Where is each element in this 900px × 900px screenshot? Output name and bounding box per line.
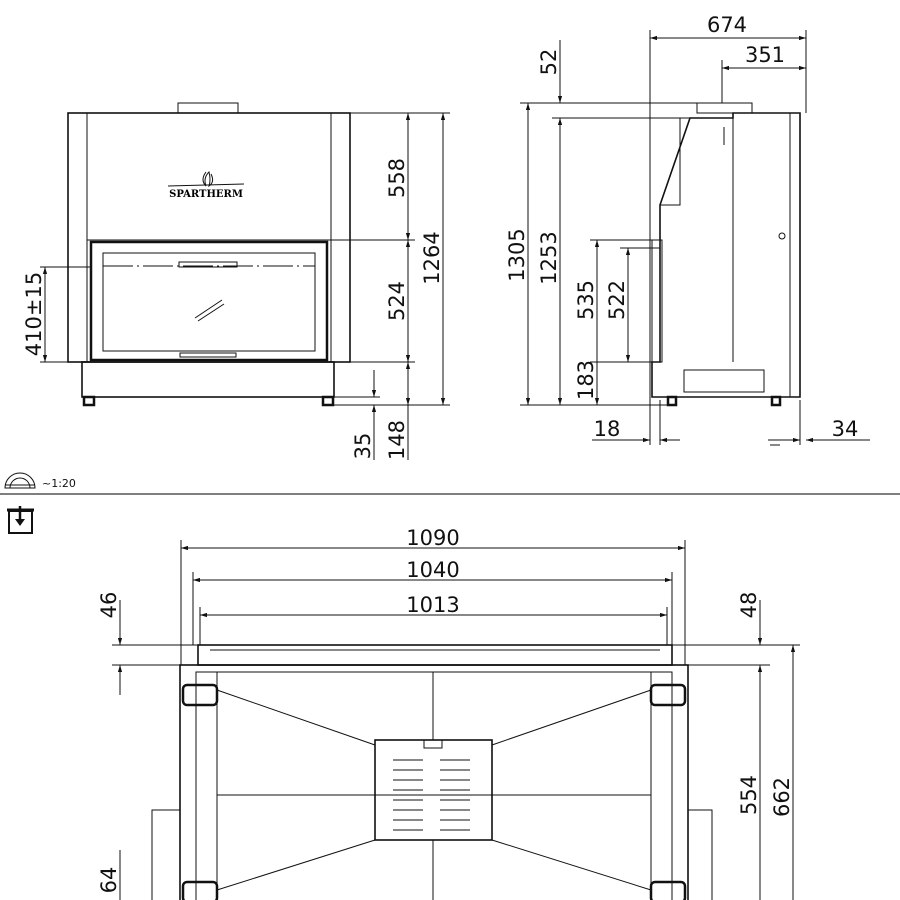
scale-indicator: ~1:20 <box>4 472 76 490</box>
svg-text:35: 35 <box>351 433 375 460</box>
svg-text:1090: 1090 <box>406 526 459 550</box>
svg-text:48: 48 <box>737 592 761 619</box>
svg-text:558: 558 <box>385 158 409 198</box>
svg-text:18: 18 <box>594 417 621 441</box>
svg-text:674: 674 <box>707 13 747 37</box>
top-view-icon <box>7 506 34 534</box>
svg-text:554: 554 <box>737 775 761 815</box>
front-dimensions: 558 524 1264 35 148 410±15 <box>22 112 450 460</box>
svg-text:SPARTHERM: SPARTHERM <box>169 189 243 200</box>
top-view <box>151 644 713 900</box>
svg-text:410±15: 410±15 <box>22 272 46 356</box>
svg-text:52: 52 <box>537 49 561 76</box>
svg-text:524: 524 <box>385 281 409 321</box>
svg-text:64: 64 <box>97 867 121 894</box>
protractor-icon <box>4 472 36 489</box>
svg-text:34: 34 <box>832 417 859 441</box>
side-dimensions: 674 351 52 1305 1253 535 522 183 18 34 <box>505 13 870 446</box>
svg-text:~1:20: ~1:20 <box>42 477 76 490</box>
svg-text:1253: 1253 <box>537 231 561 284</box>
svg-text:522: 522 <box>605 280 629 320</box>
grille-slots <box>393 759 470 831</box>
svg-text:1013: 1013 <box>406 593 459 617</box>
top-dimensions: 1090 1040 1013 46 48 554 662 64 <box>97 526 800 900</box>
svg-text:148: 148 <box>385 420 409 460</box>
svg-text:46: 46 <box>97 592 121 619</box>
svg-text:1264: 1264 <box>420 231 444 284</box>
svg-text:535: 535 <box>574 280 598 320</box>
svg-text:183: 183 <box>574 360 598 400</box>
brand-logo: SPARTHERM <box>167 171 245 200</box>
svg-text:1040: 1040 <box>406 558 459 582</box>
front-view: SPARTHERM <box>67 102 351 407</box>
side-view <box>651 102 801 407</box>
svg-text:662: 662 <box>770 777 794 817</box>
svg-text:351: 351 <box>745 43 785 67</box>
svg-text:1305: 1305 <box>505 228 529 281</box>
